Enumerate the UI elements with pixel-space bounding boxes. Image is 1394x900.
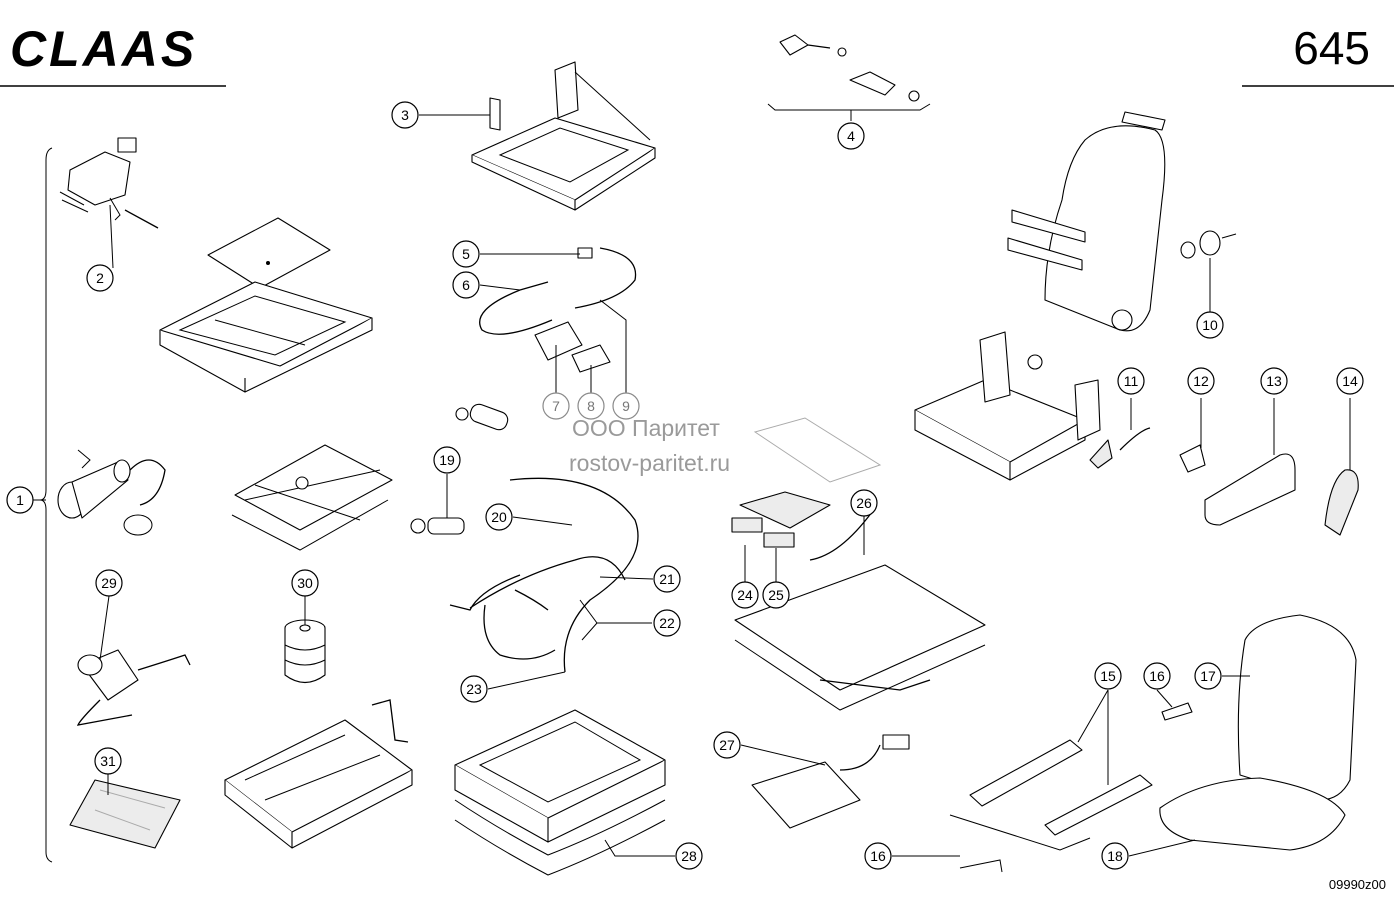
part-damper [410,403,509,535]
part-cover-bag [69,779,181,849]
callout-5[interactable]: 5 [452,240,480,268]
svg-text:20: 20 [491,509,507,525]
svg-text:25: 25 [768,587,784,603]
svg-text:19: 19 [439,452,455,468]
part-seat-cushion [1159,614,1357,851]
svg-text:7: 7 [552,398,560,414]
part-cushion-base [454,709,666,876]
callout-7[interactable]: 7 [542,392,570,420]
callout-10[interactable]: 10 [1196,311,1224,339]
callout-22[interactable]: 22 [653,609,681,637]
part-mounting-frame [471,61,656,211]
svg-text:1: 1 [16,492,24,508]
drawing-code: 09990z00 [1329,877,1386,892]
callout-31[interactable]: 31 [94,747,122,775]
group-bracket [39,147,53,863]
svg-text:18: 18 [1107,848,1123,864]
part-scissor-mechanism [231,444,393,551]
part-cable-set [479,247,637,373]
bracket-4 [767,103,931,111]
callout-23[interactable]: 23 [460,675,488,703]
svg-text:6: 6 [462,277,470,293]
callout-30[interactable]: 30 [291,569,319,597]
svg-text:8: 8 [587,398,595,414]
callout-18[interactable]: 18 [1101,842,1129,870]
svg-text:21: 21 [659,571,675,587]
page-number: 645 [1293,22,1370,74]
svg-text:16: 16 [1149,668,1165,684]
part-air-spring [284,619,326,684]
part-cover-plate [207,217,331,289]
callout-17[interactable]: 17 [1194,662,1222,690]
callout-4[interactable]: 4 [837,122,865,150]
part-cushion-pads [731,491,831,548]
callout-16-bottom[interactable]: 16 [864,842,892,870]
part-wiring-harness [449,477,639,673]
part-backrest-frame [1007,111,1166,332]
svg-text:15: 15 [1100,668,1116,684]
part-seat-rails [949,702,1193,873]
svg-text:11: 11 [1124,373,1139,389]
callout-26[interactable]: 26 [850,489,878,517]
svg-text:27: 27 [719,737,735,753]
callout-19[interactable]: 19 [433,446,461,474]
callout-3[interactable]: 3 [391,101,419,129]
callout-16-top[interactable]: 16 [1143,662,1171,690]
part-lever-kit [779,34,920,102]
callout-20[interactable]: 20 [485,503,513,531]
svg-text:9: 9 [622,398,630,414]
svg-text:13: 13 [1266,373,1282,389]
callout-29[interactable]: 29 [95,569,123,597]
watermark-url: rostov-paritet.ru [569,450,730,476]
brand-logo: CLAAS [10,21,197,77]
callout-14[interactable]: 14 [1336,367,1364,395]
part-damper-assembly [57,449,166,536]
callout-28[interactable]: 28 [675,842,703,870]
callout-11[interactable]: 11 [1117,367,1145,395]
svg-text:2: 2 [96,270,104,286]
part-armrest-set [1089,427,1359,536]
callout-24[interactable]: 24 [731,581,759,609]
svg-text:4: 4 [847,128,855,144]
part-slide-frame [734,511,986,711]
svg-text:31: 31 [100,753,116,769]
svg-text:16: 16 [870,848,886,864]
svg-text:26: 26 [856,495,872,511]
leader-lines [33,110,1351,857]
svg-text:24: 24 [737,587,753,603]
watermark-company: ООО Паритет [572,415,720,441]
svg-text:30: 30 [297,575,313,591]
svg-text:14: 14 [1342,373,1358,389]
callout-1[interactable]: 1 [6,486,34,514]
callout-8[interactable]: 8 [577,392,605,420]
part-seat-pan-frame [914,331,1101,481]
svg-text:28: 28 [681,848,697,864]
svg-text:12: 12 [1193,373,1209,389]
callout-2[interactable]: 2 [86,264,114,292]
callout-15[interactable]: 15 [1094,662,1122,690]
callout-9[interactable]: 9 [612,392,640,420]
svg-text:3: 3 [401,107,409,123]
part-seat-shell-ghost [753,417,882,483]
callout-6[interactable]: 6 [452,271,480,299]
svg-text:29: 29 [101,575,117,591]
part-height-valve [59,137,159,229]
part-knob [1180,230,1237,259]
part-suspension-frame-upper [159,281,373,393]
callout-12[interactable]: 12 [1187,367,1215,395]
callout-25[interactable]: 25 [762,581,790,609]
callout-21[interactable]: 21 [653,565,681,593]
part-compressor [76,649,191,726]
svg-text:17: 17 [1200,668,1216,684]
part-base-frame [224,699,413,849]
svg-text:23: 23 [466,681,482,697]
callout-27[interactable]: 27 [713,731,741,759]
callout-13[interactable]: 13 [1260,367,1288,395]
svg-text:5: 5 [462,246,470,262]
svg-text:22: 22 [659,615,675,631]
part-heater-bracket [751,734,910,829]
svg-text:10: 10 [1202,317,1218,333]
